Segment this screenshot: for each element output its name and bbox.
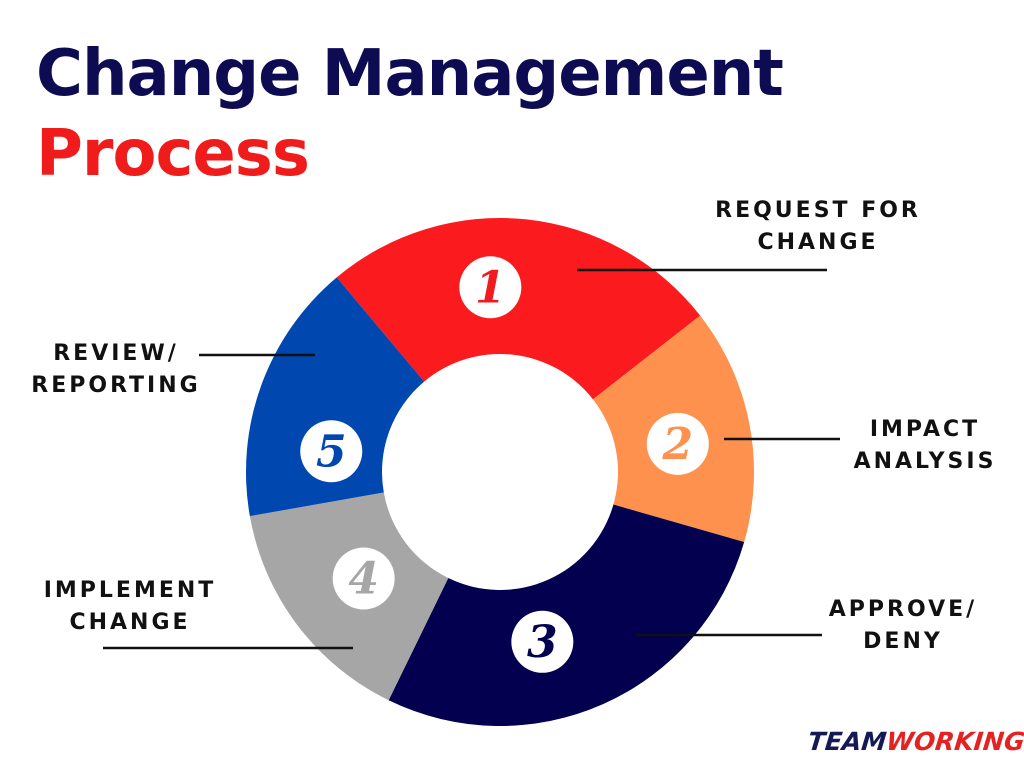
step-5-number: 5	[316, 426, 347, 477]
step-5-badge: 5	[300, 420, 363, 483]
segment-step-3	[388, 504, 745, 727]
segment-step-5	[246, 277, 425, 517]
step-2-label: IMPACT ANALYSIS	[850, 414, 1000, 478]
step-5-badge-circle	[300, 420, 363, 483]
step-5-label-line-2: REPORTING	[31, 373, 201, 398]
step-4-number: 4	[348, 554, 379, 605]
teamworking-logo: TEAMWORKING	[806, 727, 1024, 757]
title-line-2: Process	[36, 117, 310, 191]
step-4-badge: 4	[332, 547, 395, 610]
title-line-1: Change Management	[36, 37, 784, 111]
step-4-label-line-2: CHANGE	[69, 610, 191, 635]
step-3-label-line-2: DENY	[863, 629, 943, 654]
step-2-badge-circle	[646, 412, 709, 475]
step-2-number: 2	[661, 419, 693, 470]
step-5-label-line-1: REVIEW/	[53, 341, 179, 366]
step-3-badge: 3	[511, 610, 574, 673]
step-1-label-line-1: REQUEST FOR	[715, 198, 921, 223]
step-3-badge-circle	[511, 610, 574, 673]
step-5-label: REVIEW/ REPORTING	[26, 338, 206, 402]
logo-part-team: TEAM	[806, 727, 888, 756]
step-3-label: APPROVE/ DENY	[820, 594, 986, 658]
step-1-badge-circle	[459, 256, 522, 319]
step-2-label-line-2: ANALYSIS	[853, 449, 997, 474]
leader-lines-group	[103, 268, 840, 650]
segment-step-1	[336, 218, 701, 400]
step-1-number: 1	[475, 262, 506, 313]
step-1-label: REQUEST FOR CHANGE	[713, 195, 923, 259]
logo-part-working: WORKING	[884, 727, 1024, 756]
step-2-label-line-1: IMPACT	[869, 417, 981, 442]
step-1-badge: 1	[459, 256, 522, 319]
page-title: Change Management Process	[36, 34, 784, 194]
step-4-label: IMPLEMENT CHANGE	[40, 575, 220, 639]
step-4-label-line-1: IMPLEMENT	[43, 578, 217, 603]
step-4-badge-circle	[332, 547, 395, 610]
segments-group	[246, 218, 754, 727]
badges-group: 1 2 3 4 5	[300, 256, 709, 673]
step-2-badge: 2	[646, 412, 709, 475]
step-3-label-line-1: APPROVE/	[828, 597, 978, 622]
step-1-label-line-2: CHANGE	[757, 230, 879, 255]
step-3-number: 3	[527, 617, 558, 668]
